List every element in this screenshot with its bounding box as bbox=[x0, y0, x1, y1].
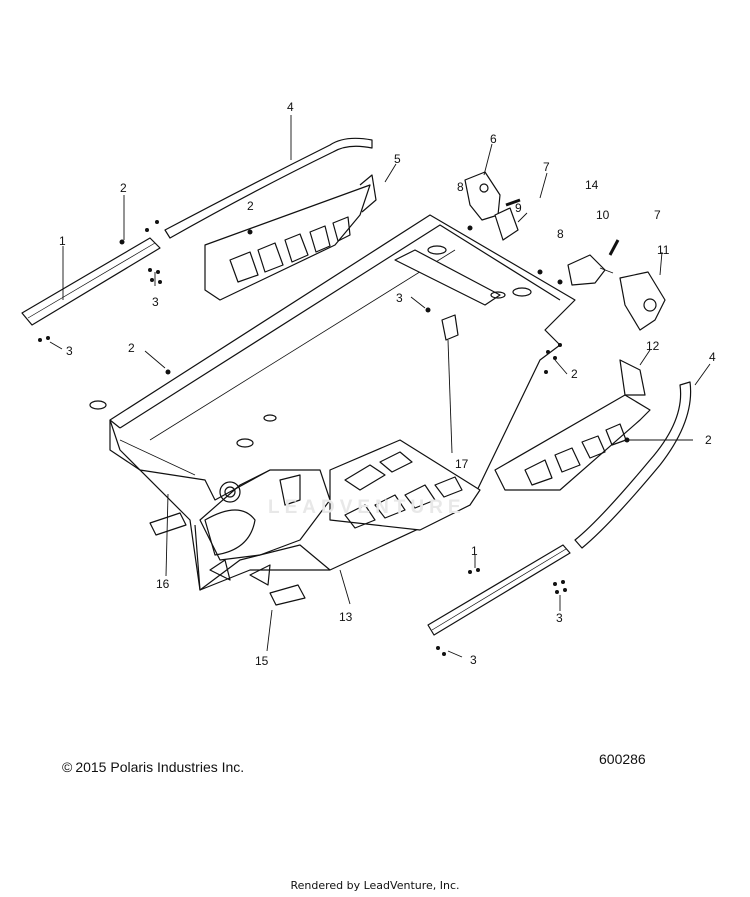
callout-12: 12 bbox=[646, 339, 660, 353]
callout-6: 6 bbox=[490, 132, 497, 146]
callout-2: 2 bbox=[120, 181, 127, 195]
callout-10: 10 bbox=[596, 208, 610, 222]
document-number: 600286 bbox=[599, 751, 646, 767]
callout-2: 2 bbox=[571, 367, 578, 381]
callout-7: 7 bbox=[654, 208, 661, 222]
bolt-part-7-upper bbox=[505, 198, 521, 207]
callout-4: 4 bbox=[709, 350, 716, 364]
callout-8: 8 bbox=[457, 180, 464, 194]
bracket-part-17 bbox=[441, 314, 459, 341]
callout-2: 2 bbox=[247, 199, 254, 213]
tunnel-part-13 bbox=[89, 214, 576, 591]
callout-13: 13 bbox=[339, 610, 353, 624]
callout-14: 14 bbox=[585, 178, 599, 192]
callout-11: 11 bbox=[657, 243, 670, 257]
bracket-part-16 bbox=[149, 512, 187, 536]
callout-15: 15 bbox=[255, 654, 269, 668]
bracket-part-15 bbox=[269, 584, 306, 606]
callout-3: 3 bbox=[470, 653, 477, 667]
running-board-part-5 bbox=[204, 174, 377, 301]
bar-part-4-upper bbox=[164, 137, 373, 239]
rendered-by-credit: Rendered by LeadVenture, Inc. bbox=[290, 879, 460, 892]
cover-part-10 bbox=[567, 254, 606, 286]
watermark-text: LEADVENTURE bbox=[268, 497, 466, 518]
fastener-dots bbox=[38, 220, 630, 656]
copyright-text: 2015 Polaris Industries Inc. bbox=[75, 759, 245, 775]
callout-16: 16 bbox=[156, 577, 170, 591]
rail-part-1-right bbox=[427, 544, 571, 636]
callout-3: 3 bbox=[556, 611, 563, 625]
plate-part-9 bbox=[494, 207, 519, 241]
guard-part-11 bbox=[619, 271, 666, 331]
callout-2: 2 bbox=[128, 341, 135, 355]
callout-9: 9 bbox=[515, 201, 522, 215]
callout-labels: 1 1 2 2 2 2 2 3 3 3 3 3 4 4 5 6 7 7 8 8 … bbox=[59, 100, 716, 668]
bar-part-4-lower bbox=[574, 381, 692, 549]
callout-3: 3 bbox=[66, 344, 73, 358]
callout-5: 5 bbox=[394, 152, 401, 166]
callout-2: 2 bbox=[705, 433, 712, 447]
callout-4: 4 bbox=[287, 100, 294, 114]
callout-8: 8 bbox=[557, 227, 564, 241]
callout-3: 3 bbox=[396, 291, 403, 305]
bolt-part-7-lower bbox=[608, 239, 620, 256]
copyright-symbol: © bbox=[62, 759, 73, 775]
callout-3: 3 bbox=[152, 295, 159, 309]
callout-17: 17 bbox=[455, 457, 469, 471]
callout-1: 1 bbox=[59, 234, 66, 248]
running-board-part-12 bbox=[494, 359, 651, 491]
copyright-notice: ©2015 Polaris Industries Inc. bbox=[62, 759, 244, 775]
leader-lines bbox=[49, 115, 711, 658]
callout-7: 7 bbox=[543, 160, 550, 174]
rail-part-1-left bbox=[21, 237, 161, 326]
bracket-part-6 bbox=[464, 171, 501, 221]
callout-1: 1 bbox=[471, 544, 478, 558]
